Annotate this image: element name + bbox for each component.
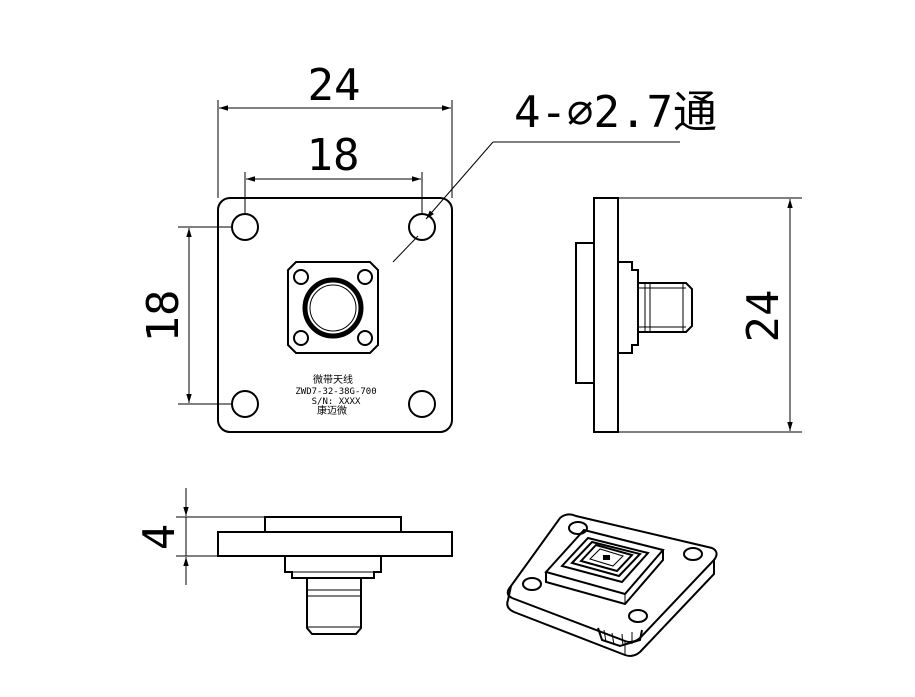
connector-screw-br — [357, 330, 373, 346]
isometric-view — [506, 513, 718, 657]
iso-flange-top — [506, 513, 718, 643]
dim-text-thickness: 4 — [134, 524, 185, 551]
bottom-connector-body — [284, 556, 382, 579]
iso-boss — [544, 528, 665, 596]
label-line2: ZWD7-32-38G-700 — [295, 387, 376, 397]
side-boss — [575, 242, 595, 384]
flange-outline — [217, 197, 453, 433]
hole-callout-leader: 4-∅2.7通 — [392, 87, 717, 263]
iso-connector-bottom — [597, 627, 643, 648]
side-flange — [593, 197, 619, 433]
bottom-flange — [217, 531, 453, 557]
iso-hole-4 — [522, 577, 542, 591]
label-line3: S/N: XXXX — [312, 397, 361, 407]
dimension-thickness: 4 — [134, 488, 265, 585]
connector-screw-tl — [293, 269, 309, 285]
dimension-side-height: 24 — [618, 197, 802, 433]
label-line4: 康迈微 — [317, 404, 347, 417]
side-connector-body — [618, 261, 639, 354]
bottom-view: 4 — [134, 488, 453, 635]
iso-center-pin — [603, 555, 610, 560]
hole-callout-text: 4-∅2.7通 — [514, 87, 717, 138]
iso-step-1 — [560, 536, 650, 584]
connector-flange — [287, 261, 379, 354]
connector-bore-inner — [309, 284, 357, 332]
front-view: 微带天线 ZWD7-32-38G-700 S/N: XXXX 康迈微 24 18… — [138, 60, 717, 433]
iso-hole-3 — [628, 609, 648, 623]
label-line1: 微带天线 — [313, 373, 353, 386]
mount-hole-top-left — [231, 213, 259, 241]
mount-hole-bottom-left — [231, 390, 259, 418]
connector-screw-tr — [357, 269, 373, 285]
dimension-overall-width: 24 — [217, 60, 453, 198]
connector-screw-bl — [293, 330, 309, 346]
mount-hole-top-right — [408, 213, 436, 241]
side-view: 24 — [575, 197, 802, 433]
dimension-hole-spacing-y: 18 — [138, 226, 232, 405]
dim-text-side-height: 24 — [738, 290, 789, 343]
dim-text-overall-width: 24 — [308, 60, 361, 111]
mount-hole-bottom-right — [408, 390, 436, 418]
iso-hole-2 — [683, 547, 703, 561]
bottom-boss — [264, 516, 402, 533]
iso-step-2 — [570, 540, 642, 578]
dim-text-hole-spacing-x: 18 — [307, 130, 360, 181]
bottom-connector-barrel — [306, 578, 362, 635]
dim-text-hole-spacing-y: 18 — [138, 290, 189, 343]
iso-hole-1 — [568, 521, 588, 535]
connector-bore-outer — [302, 277, 364, 339]
iso-step-4 — [589, 548, 624, 567]
side-connector-barrel — [638, 282, 693, 333]
iso-step-3 — [579, 543, 634, 573]
dimension-hole-spacing-x: 18 — [244, 130, 423, 214]
